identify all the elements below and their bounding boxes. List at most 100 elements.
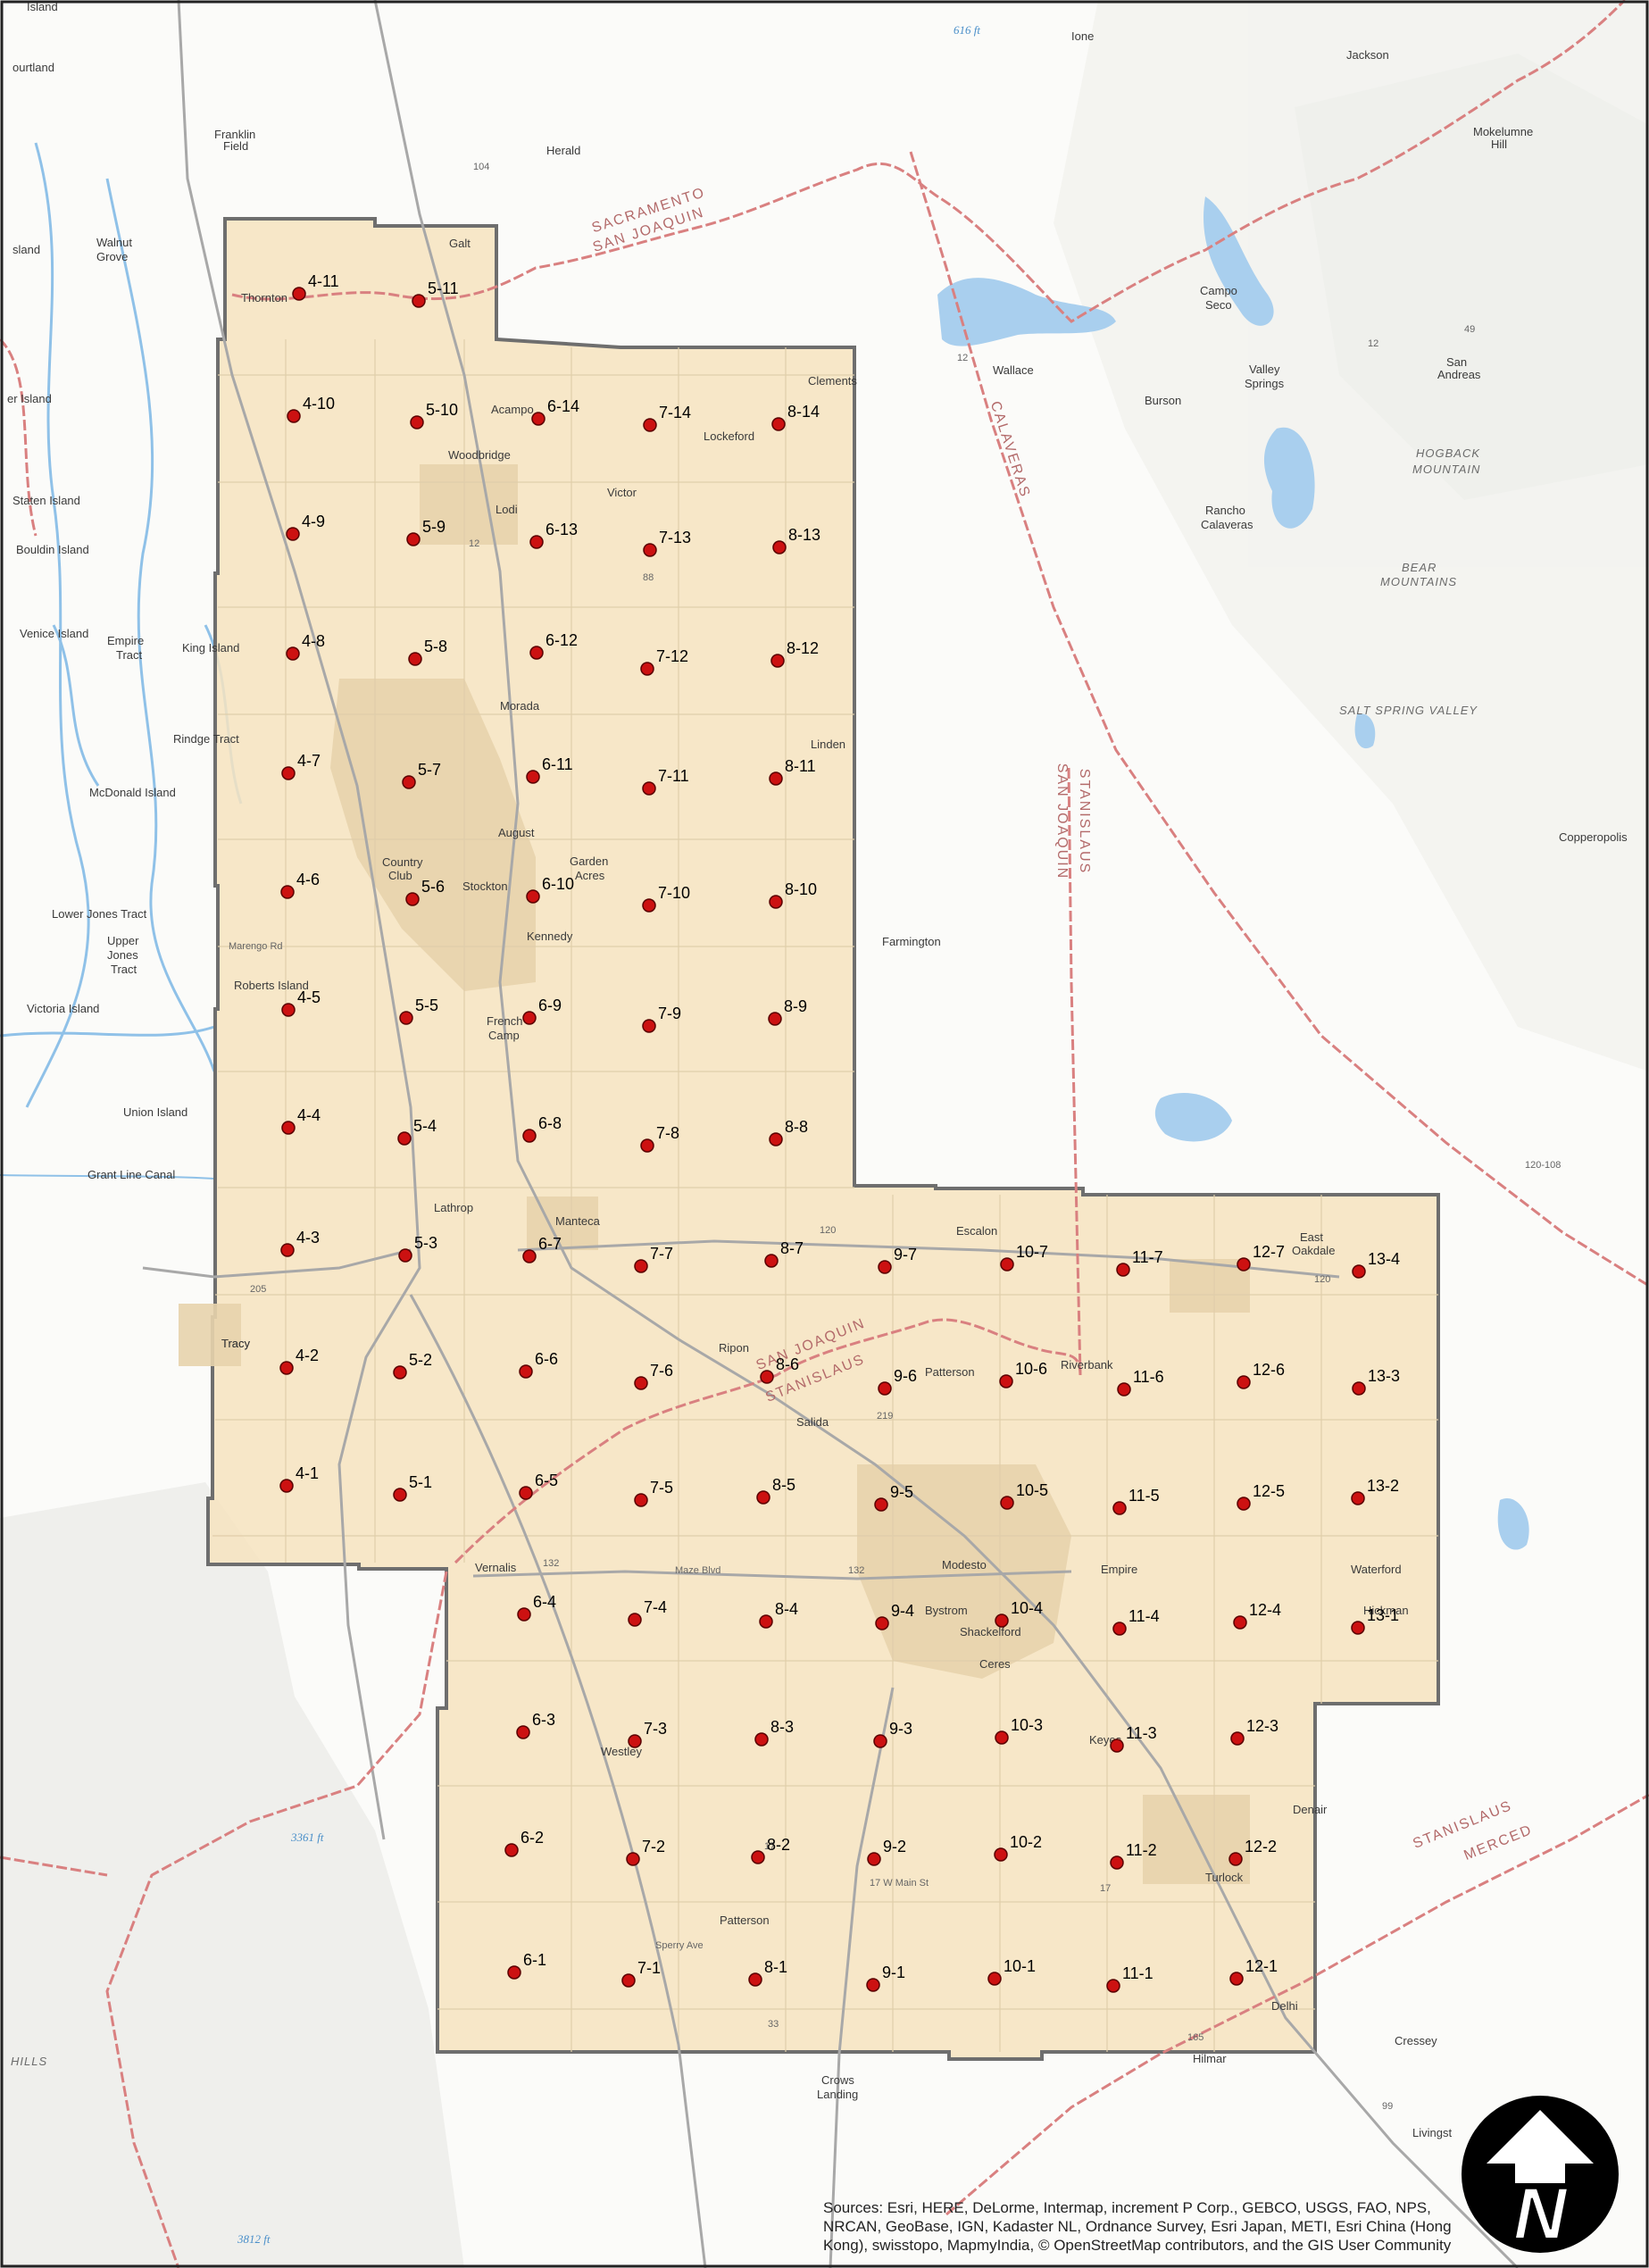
- place-label: Morada: [500, 699, 540, 713]
- grid-point-label: 4-7: [297, 752, 321, 770]
- place-label: Franklin: [214, 128, 255, 141]
- grid-point-label: 11-6: [1133, 1368, 1164, 1386]
- grid-point-marker: [1110, 1739, 1124, 1753]
- grid-point-label: 4-3: [296, 1229, 320, 1247]
- grid-point-marker: [1112, 1501, 1127, 1515]
- place-label: Grant Line Canal: [87, 1168, 175, 1181]
- place-label: Union Island: [123, 1105, 187, 1119]
- grid-point-marker: [1000, 1257, 1014, 1272]
- place-label: Garden: [570, 855, 608, 868]
- grid-point-label: 6-1: [523, 1951, 546, 1969]
- grid-point-marker: [1237, 1257, 1251, 1272]
- place-label: Galt: [449, 237, 471, 250]
- grid-point-label: 8-6: [776, 1355, 799, 1373]
- place-label: Empire: [1101, 1563, 1137, 1576]
- grid-point-label: 9-5: [890, 1483, 913, 1501]
- grid-point-marker: [406, 532, 421, 546]
- grid-point-label: 4-6: [296, 871, 320, 888]
- grid-point-marker: [1352, 1381, 1366, 1396]
- grid-point-marker: [286, 527, 300, 541]
- grid-point-marker: [772, 540, 787, 554]
- place-label: Empire: [107, 634, 144, 647]
- grid-point-label: 6-9: [538, 996, 562, 1014]
- grid-point-label: 8-10: [785, 880, 817, 898]
- place-label: Turlock: [1205, 1871, 1244, 1884]
- road-label: Marengo Rd: [229, 941, 283, 952]
- place-label: McDonald Island: [89, 786, 176, 799]
- place-label: San: [1446, 355, 1467, 369]
- place-label: Valley: [1249, 363, 1280, 376]
- place-label: Field: [223, 139, 248, 153]
- grid-point-label: 13-2: [1367, 1477, 1399, 1495]
- place-label: Manteca: [555, 1214, 601, 1228]
- grid-point-marker: [393, 1488, 407, 1502]
- road-label: 99: [1382, 2101, 1393, 2112]
- place-label: Kennedy: [527, 930, 573, 943]
- road-label: 120-108: [1525, 1160, 1561, 1171]
- grid-point-label: 9-7: [894, 1246, 917, 1263]
- grid-point-marker: [771, 417, 786, 431]
- place-label: Venice Island: [20, 627, 88, 640]
- grid-point-label: 10-5: [1016, 1481, 1048, 1499]
- road-label: 120: [820, 1225, 836, 1236]
- place-label: Grove: [96, 250, 128, 263]
- place-label: Mokelumne: [1473, 125, 1533, 138]
- place-label: Acres: [575, 869, 605, 882]
- grid-point-marker: [764, 1254, 779, 1268]
- grid-point-marker: [1110, 1855, 1124, 1870]
- grid-point-marker: [634, 1376, 648, 1390]
- place-label: Shackelford: [960, 1625, 1021, 1638]
- grid-point-marker: [751, 1850, 765, 1864]
- terrain-label: BEAR: [1402, 561, 1437, 574]
- road-label: 12: [469, 538, 479, 549]
- place-label: Clements: [808, 374, 857, 388]
- grid-point-label: 7-5: [650, 1479, 673, 1497]
- grid-point-label: 7-6: [650, 1362, 673, 1380]
- urban-areas: [179, 464, 1250, 1884]
- attribution-line-2: NRCAN, GeoBase, IGN, Kadaster NL, Ordnan…: [823, 2218, 1452, 2235]
- road-label: 205: [250, 1284, 266, 1295]
- grid-point-label: 6-12: [546, 631, 578, 649]
- grid-point-label: 8-13: [788, 526, 820, 544]
- grid-point-label: 6-13: [546, 521, 578, 538]
- grid-point-marker: [867, 1852, 881, 1866]
- grid-point-marker: [410, 415, 424, 429]
- place-label: Campo: [1200, 284, 1237, 297]
- place-label: Ione: [1071, 29, 1094, 43]
- grid-point-marker: [642, 781, 656, 796]
- place-label: Landing: [817, 2088, 858, 2101]
- county-label: STANISLAUS: [1077, 769, 1092, 874]
- place-label: Escalon: [956, 1224, 997, 1238]
- place-label: Club: [388, 869, 412, 882]
- north-arrow-letter: N: [1513, 2173, 1568, 2255]
- reservoirs: [937, 196, 1529, 1550]
- grid-point-label: 11-7: [1132, 1248, 1163, 1266]
- place-label: er Island: [7, 392, 52, 405]
- place-label: Waterford: [1351, 1563, 1402, 1576]
- place-label: August: [498, 826, 535, 839]
- place-label: Staten Island: [12, 494, 80, 507]
- place-label: Vernalis: [475, 1561, 517, 1574]
- place-label: Copperopolis: [1559, 830, 1628, 844]
- road-label: 165: [1187, 2032, 1203, 2043]
- grid-point-label: 10-2: [1010, 1833, 1042, 1851]
- grid-point-label: 4-8: [302, 632, 325, 650]
- place-label: Herald: [546, 144, 580, 157]
- place-label: Ripon: [719, 1341, 749, 1355]
- grid-point-label: 6-3: [532, 1711, 555, 1729]
- grid-point-label: 6-6: [535, 1350, 558, 1368]
- place-label: Patterson: [925, 1365, 975, 1379]
- grid-point-marker: [408, 652, 422, 666]
- place-label: Lathrop: [434, 1201, 473, 1214]
- grid-point-marker: [287, 409, 301, 423]
- grid-point-marker: [1106, 1979, 1120, 1993]
- grid-point-marker: [756, 1490, 770, 1505]
- grid-point-label: 5-7: [418, 761, 441, 779]
- grid-point-label: 8-14: [787, 403, 820, 421]
- road-label: 17: [1100, 1883, 1111, 1894]
- grid-point-marker: [768, 1012, 782, 1026]
- terrain-label: HILLS: [11, 2055, 47, 2068]
- grid-point-label: 7-3: [644, 1720, 667, 1738]
- grid-point-marker: [995, 1730, 1009, 1745]
